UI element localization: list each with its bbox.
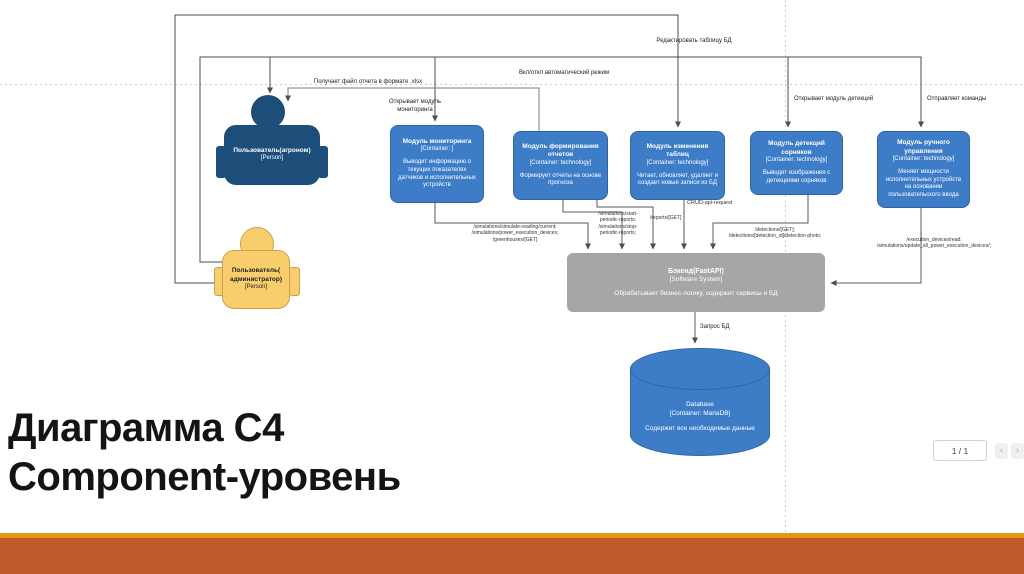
edge-label-crud: CRUD-api-request	[687, 200, 733, 206]
page-navigation: 1 / 1 ‹ ›	[933, 440, 1024, 461]
footer-accent-stripe	[0, 533, 1024, 538]
person-body: Пользователь( администратор) [Person]	[222, 250, 290, 309]
module-desc: Меняет мощности исполнительных устройств…	[885, 168, 962, 199]
person-right-arm	[318, 146, 328, 178]
edge-label-xlsx: Получает файл отчета в формате .xlsx	[313, 79, 423, 85]
cylinder-top	[630, 348, 770, 390]
backend-title: Бэкенд(FastAPI)	[668, 267, 724, 275]
module-monitoring: Модуль мониторинга [Container: ] Выводит…	[390, 125, 484, 203]
api-line: /simulations/simulate-reading/current;	[473, 224, 557, 230]
api-line: /detections/[detection_id]/detection-pho…	[728, 233, 822, 240]
edge-label-edit-db: Редактировать таблицу БД	[656, 38, 732, 44]
api-line: /greenhouses/[GET]	[492, 236, 538, 243]
backend-type: [Software System]	[669, 275, 723, 283]
database-desc: Содержит все необходимые данные	[645, 425, 755, 433]
person-head	[251, 95, 285, 129]
module-desc: Выводит изображения с детекциями сорняко…	[762, 170, 831, 184]
next-page-button[interactable]: ›	[1011, 442, 1024, 459]
edge-label-open-detections: Открывает модуль детекций	[794, 96, 874, 102]
module-desc: Формирует отчеты на основе прогноза	[519, 172, 602, 187]
module-container: [Container: technology]	[646, 159, 709, 166]
person-left-arm	[216, 146, 226, 178]
edge-label-detections-api: /detections/[GET]; /detections/[detectio…	[705, 227, 845, 240]
module-title: Модуль детекций сорняков	[768, 140, 825, 156]
page-indicator[interactable]: 1 / 1	[933, 440, 987, 461]
api-line: /simulations/power_execution_devices;	[471, 230, 559, 237]
slide-title: Диаграмма C4 Component-уровень	[8, 404, 401, 502]
database-container: [Container: MariaDB]	[669, 410, 731, 418]
module-report-generation: Модуль формирования отчетов [Container: …	[513, 131, 608, 200]
person-right-arm	[289, 267, 300, 296]
edge-label-auto-mode: Вкл/откл автоматический режим	[519, 70, 610, 76]
module-desc: Выводит информацию о текущих показателях…	[398, 159, 476, 189]
module-weed-detection: Модуль детекций сорняков [Container: tec…	[750, 131, 843, 195]
slide-title-line2: Component-уровень	[8, 455, 401, 499]
module-title: Модуль формирования отчетов	[522, 142, 599, 159]
slide-title-line1: Диаграмма C4	[8, 406, 284, 450]
edge-label-db-query: Запрос БД	[700, 324, 730, 330]
backend-box: Бэкенд(FastAPI) [Software System] Обраба…	[567, 253, 825, 312]
edge-label-execution-api: /execution_devices/read; /simulations/up…	[853, 237, 1015, 250]
person-administrator: Пользователь( администратор) [Person]	[214, 227, 300, 309]
module-table-editing: Модуль изменения таблиц [Container: tech…	[630, 131, 725, 200]
person-type: [Person]	[244, 284, 268, 291]
edge-label-send-commands: Отправляет команды	[927, 96, 987, 102]
module-title: Модуль мониторинга	[402, 137, 472, 145]
edge-label-open-monitoring: Открывает модуль мониторинга	[388, 99, 442, 113]
module-title: Модуль изменения таблиц	[646, 142, 709, 159]
footer-bar	[0, 538, 1024, 574]
database-cylinder: Database [Container: MariaDB] Содержит в…	[630, 348, 770, 456]
prev-page-button[interactable]: ‹	[995, 442, 1008, 459]
module-container: [Container: technology]	[765, 157, 828, 164]
api-line: /simulations/stop-	[598, 223, 638, 230]
api-line: periodic-reports;	[599, 217, 637, 224]
person-body: Пользователь(агроном) [Person]	[224, 125, 320, 185]
edge-label-reports-get: /reports/[GET]	[650, 215, 682, 221]
backend-desc: Обрабатывает бизнес-логику, содержит сер…	[614, 289, 778, 297]
api-line: periodic-reports;	[599, 229, 637, 236]
api-line: /detections/[GET];	[754, 227, 796, 233]
module-container: [Container: ]	[420, 146, 454, 153]
person-name: Пользователь(агроном)	[233, 146, 311, 154]
module-manual-control: Модуль ручного управления [Container: te…	[877, 131, 970, 208]
module-desc: Читает, обновляет, удаляет и создает нов…	[637, 172, 718, 187]
person-agronomist: Пользователь(агроном) [Person]	[216, 95, 328, 187]
database-title: Database	[686, 401, 714, 408]
api-line: /execution_devices/read;	[906, 237, 962, 243]
edge-label-periodic-api: /simulations/start- periodic-reports; /s…	[590, 211, 646, 236]
api-line: /simulations/start-	[598, 211, 638, 217]
person-type: [Person]	[260, 155, 284, 162]
module-container: [Container: technology]	[892, 155, 955, 162]
edge-label-monitor-api: /simulations/simulate-reading/current; /…	[450, 224, 580, 243]
module-container: [Container: technology]	[529, 159, 592, 166]
person-name: Пользователь( администратор)	[229, 267, 283, 283]
module-title: Модуль ручного управления	[897, 139, 950, 155]
api-line: /simulations/update_all_power_execution_…	[877, 243, 991, 250]
